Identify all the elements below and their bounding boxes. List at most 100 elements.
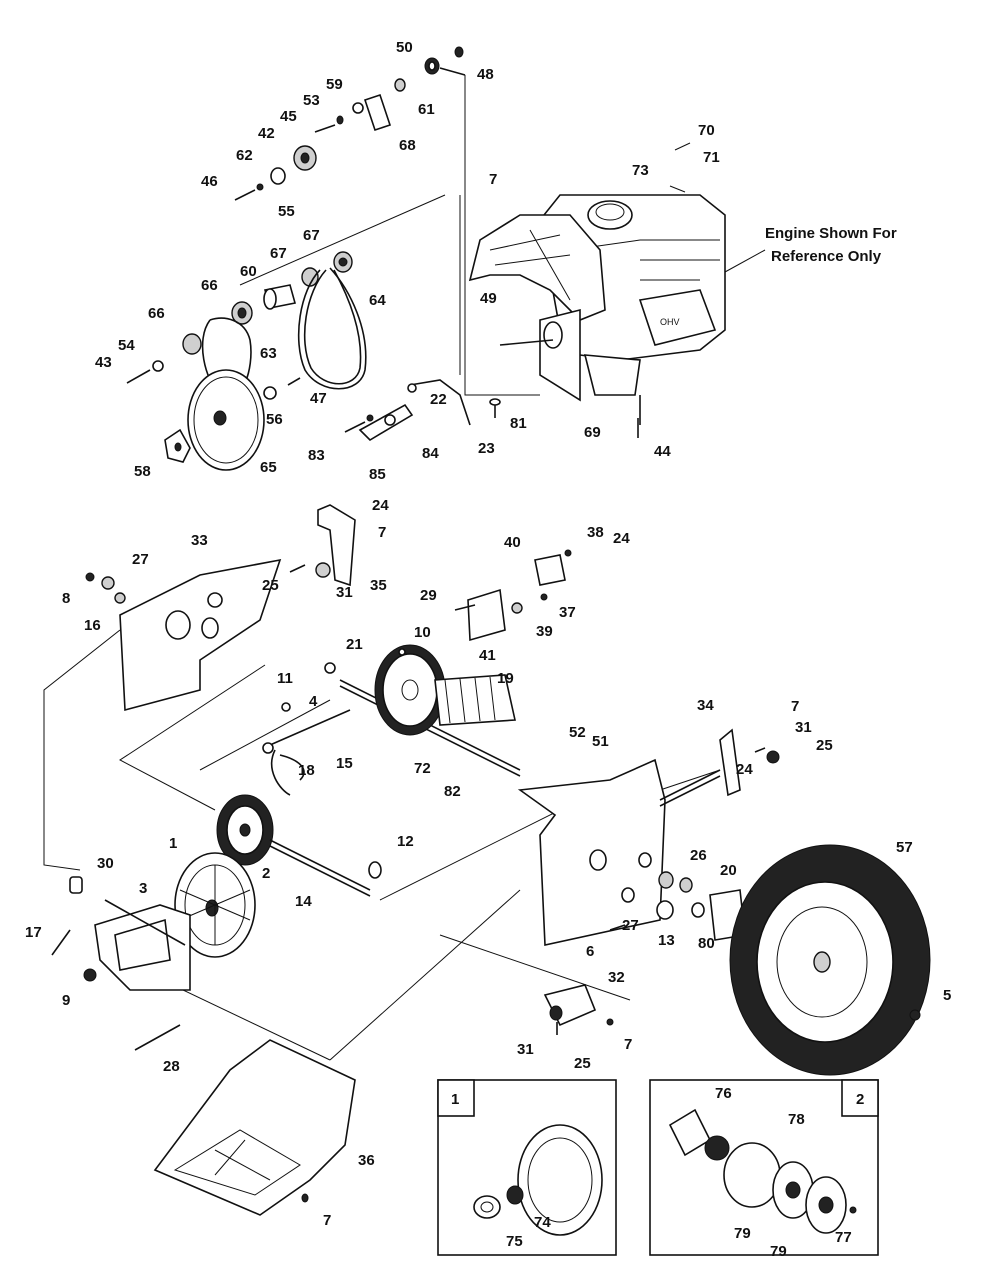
callout-24: 24 [613, 530, 630, 547]
callout-46: 46 [201, 173, 218, 190]
callout-78: 78 [788, 1111, 805, 1128]
callout-19: 19 [497, 670, 514, 687]
callout-1: 1 [169, 835, 177, 852]
bottom-plate [153, 1039, 356, 1216]
callout-22: 22 [430, 391, 447, 408]
callout-40: 40 [504, 534, 521, 551]
callout-27: 27 [622, 917, 639, 934]
callout-56: 56 [266, 411, 283, 428]
pulley-belts [126, 251, 367, 471]
callout-42: 42 [258, 125, 275, 142]
callout-52: 52 [569, 724, 586, 741]
callout-8: 8 [62, 590, 70, 607]
idler-stack [234, 46, 466, 201]
engine-bracket [499, 308, 581, 402]
callout-59: 59 [326, 76, 343, 93]
callout-49: 49 [480, 290, 497, 307]
svg-text:OHV: OHV [660, 317, 680, 327]
callout-34: 34 [697, 697, 714, 714]
callout-67: 67 [270, 245, 287, 262]
callout-31: 31 [795, 719, 812, 736]
callout-10: 10 [414, 624, 431, 641]
idler-arm [344, 379, 639, 442]
callout-24: 24 [736, 761, 753, 778]
leader-lines [669, 142, 766, 273]
callout-14: 14 [295, 893, 312, 910]
inset-2-tag: 2 [856, 1091, 864, 1108]
left-frame-plate [85, 504, 356, 712]
callout-12: 12 [397, 833, 414, 850]
callout-67: 67 [303, 227, 320, 244]
callout-76: 76 [715, 1085, 732, 1102]
callout-80: 80 [698, 935, 715, 952]
callout-7: 7 [489, 171, 497, 188]
callout-79: 79 [770, 1243, 787, 1260]
callout-55: 55 [278, 203, 295, 220]
callout-65: 65 [260, 459, 277, 476]
callout-85: 85 [369, 466, 386, 483]
callout-7: 7 [378, 524, 386, 541]
callout-32: 32 [608, 969, 625, 986]
callout-43: 43 [95, 354, 112, 371]
callout-15: 15 [336, 755, 353, 772]
callout-51: 51 [592, 733, 609, 750]
callout-82: 82 [444, 783, 461, 800]
callout-7: 7 [624, 1036, 632, 1053]
callout-54: 54 [118, 337, 135, 354]
belt-cover [468, 214, 606, 321]
callout-69: 69 [584, 424, 601, 441]
callout-23: 23 [478, 440, 495, 457]
callout-30: 30 [97, 855, 114, 872]
callout-64: 64 [369, 292, 386, 309]
callout-48: 48 [477, 66, 494, 83]
callout-20: 20 [720, 862, 737, 879]
callout-36: 36 [358, 1152, 375, 1169]
callout-63: 63 [260, 345, 277, 362]
callout-74: 74 [534, 1214, 551, 1231]
right-frame-plate [517, 728, 780, 946]
inset-1-tag: 1 [451, 1091, 459, 1108]
callout-71: 71 [703, 149, 720, 166]
callout-5: 5 [943, 987, 951, 1004]
drive-disc [174, 794, 382, 958]
callout-7: 7 [323, 1212, 331, 1229]
callout-2: 2 [262, 865, 270, 882]
callout-61: 61 [418, 101, 435, 118]
callout-38: 38 [587, 524, 604, 541]
engine-note-line2: Reference Only [771, 248, 882, 265]
callout-9: 9 [62, 992, 70, 1009]
callout-77: 77 [835, 1229, 852, 1246]
callout-25: 25 [816, 737, 833, 754]
callout-68: 68 [399, 137, 416, 154]
wheel [729, 844, 931, 1076]
callout-17: 17 [25, 924, 42, 941]
gear-shaft [324, 549, 572, 777]
callout-72: 72 [414, 760, 431, 777]
callout-41: 41 [479, 647, 496, 664]
callout-31: 31 [517, 1041, 534, 1058]
drive-bracket [51, 876, 191, 1051]
callout-18: 18 [298, 762, 315, 779]
callout-24: 24 [372, 497, 389, 514]
inset-1 [437, 1079, 617, 1256]
callout-75: 75 [506, 1233, 523, 1250]
callout-50: 50 [396, 39, 413, 56]
callout-57: 57 [896, 839, 913, 856]
inset-2 [649, 1079, 879, 1256]
callout-47: 47 [310, 390, 327, 407]
callout-70: 70 [698, 122, 715, 139]
callout-84: 84 [422, 445, 439, 462]
callout-58: 58 [134, 463, 151, 480]
callout-7: 7 [791, 698, 799, 715]
callout-60: 60 [240, 263, 257, 280]
callout-28: 28 [163, 1058, 180, 1075]
callout-83: 83 [308, 447, 325, 464]
callout-66: 66 [148, 305, 165, 322]
callout-21: 21 [346, 636, 363, 653]
shift-lever [262, 702, 351, 796]
callout-13: 13 [658, 932, 675, 949]
callout-81: 81 [510, 415, 527, 432]
callout-26: 26 [690, 847, 707, 864]
callout-29: 29 [420, 587, 437, 604]
